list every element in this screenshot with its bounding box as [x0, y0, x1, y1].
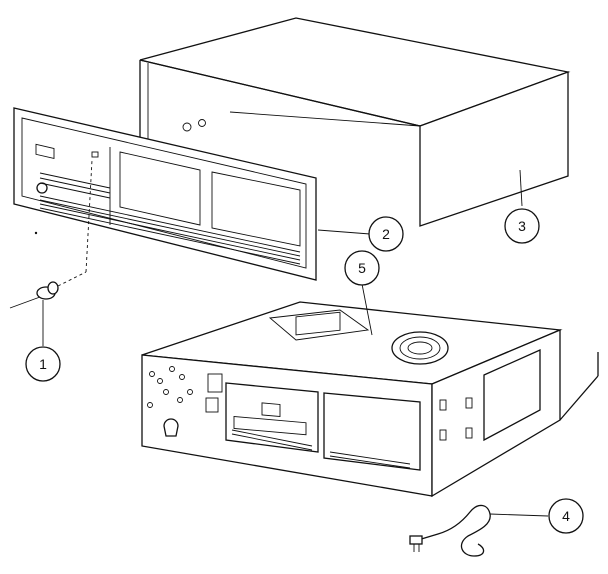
power-cord	[409, 352, 599, 557]
main-chassis	[141, 301, 563, 498]
callout-4: 4	[548, 498, 584, 534]
callout-5: 5	[344, 250, 380, 286]
callout-leaders	[42, 169, 549, 517]
callout-2-label: 2	[382, 226, 390, 242]
callout-1: 1	[25, 346, 61, 382]
callout-2: 2	[368, 216, 404, 252]
callout-1-label: 1	[39, 356, 47, 372]
callout-3-label: 3	[518, 218, 526, 234]
cabinet-cover	[139, 17, 571, 227]
knob	[9, 159, 93, 309]
front-bezel	[13, 107, 317, 281]
callout-4-label: 4	[562, 508, 570, 524]
callout-5-label: 5	[358, 260, 366, 276]
stray-dot	[34, 231, 38, 235]
callout-3: 3	[504, 208, 540, 244]
